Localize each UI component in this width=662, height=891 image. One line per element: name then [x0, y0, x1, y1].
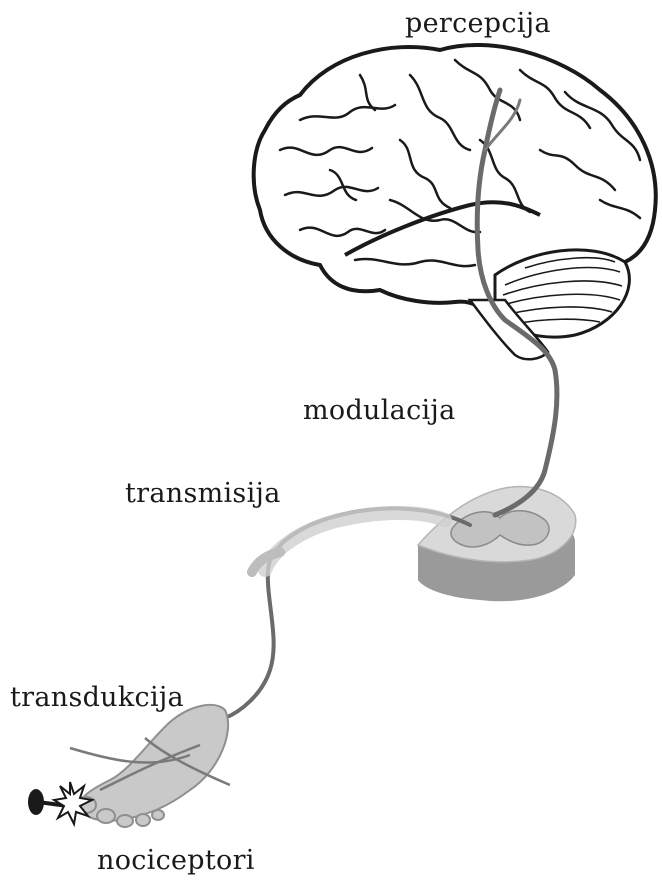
label-nociceptors: nociceptori — [97, 845, 255, 876]
label-transduction: transdukcija — [10, 682, 184, 713]
stimulus-pin-icon — [28, 782, 92, 824]
label-perception: percepcija — [405, 8, 551, 39]
label-transmission: transmisija — [125, 478, 281, 509]
label-modulation: modulacija — [303, 395, 456, 426]
foot-illustration — [70, 705, 230, 827]
brain-illustration — [254, 45, 656, 359]
nociceptor-burst-icon — [54, 782, 92, 824]
spinal-cord-section — [418, 487, 576, 602]
